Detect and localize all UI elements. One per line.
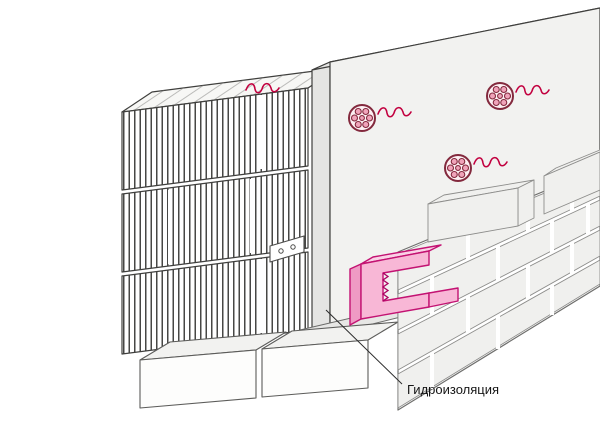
brick-front-face (427, 187, 519, 243)
block-wall-top-hatch (122, 68, 338, 112)
brick-side-face (517, 179, 535, 227)
brick-front-face (543, 151, 600, 215)
block-joint (208, 267, 211, 341)
foundation-block-front (261, 339, 369, 398)
waterproofing-label: Гидроизоляция (407, 382, 499, 397)
hollow-block-wall (121, 67, 339, 355)
bracket-serration (381, 272, 390, 302)
strip-hole (290, 244, 296, 250)
block-joint (208, 102, 211, 176)
fixing-strip (269, 235, 305, 263)
block-joint (250, 179, 253, 253)
plate-anchor-icon (348, 104, 376, 132)
loose-brick (543, 149, 600, 215)
foundation-blocks (139, 321, 399, 409)
leader-line (325, 309, 403, 385)
support-bracket (349, 244, 459, 326)
bracket-side-face (349, 263, 362, 326)
plate-anchor-icon (486, 82, 514, 110)
panel-left-edge (311, 61, 331, 343)
waterproofing-callout: Гидроизоляция (325, 309, 499, 397)
block-joint (260, 95, 263, 169)
strip-hole (278, 248, 284, 254)
plate-anchor-icon (444, 154, 472, 182)
loose-brick (427, 179, 535, 243)
foundation-block-front (139, 349, 257, 409)
brick-course-row (397, 229, 600, 371)
block-joint (168, 190, 171, 264)
block-joint (260, 259, 263, 333)
bracket-flange (428, 287, 459, 308)
